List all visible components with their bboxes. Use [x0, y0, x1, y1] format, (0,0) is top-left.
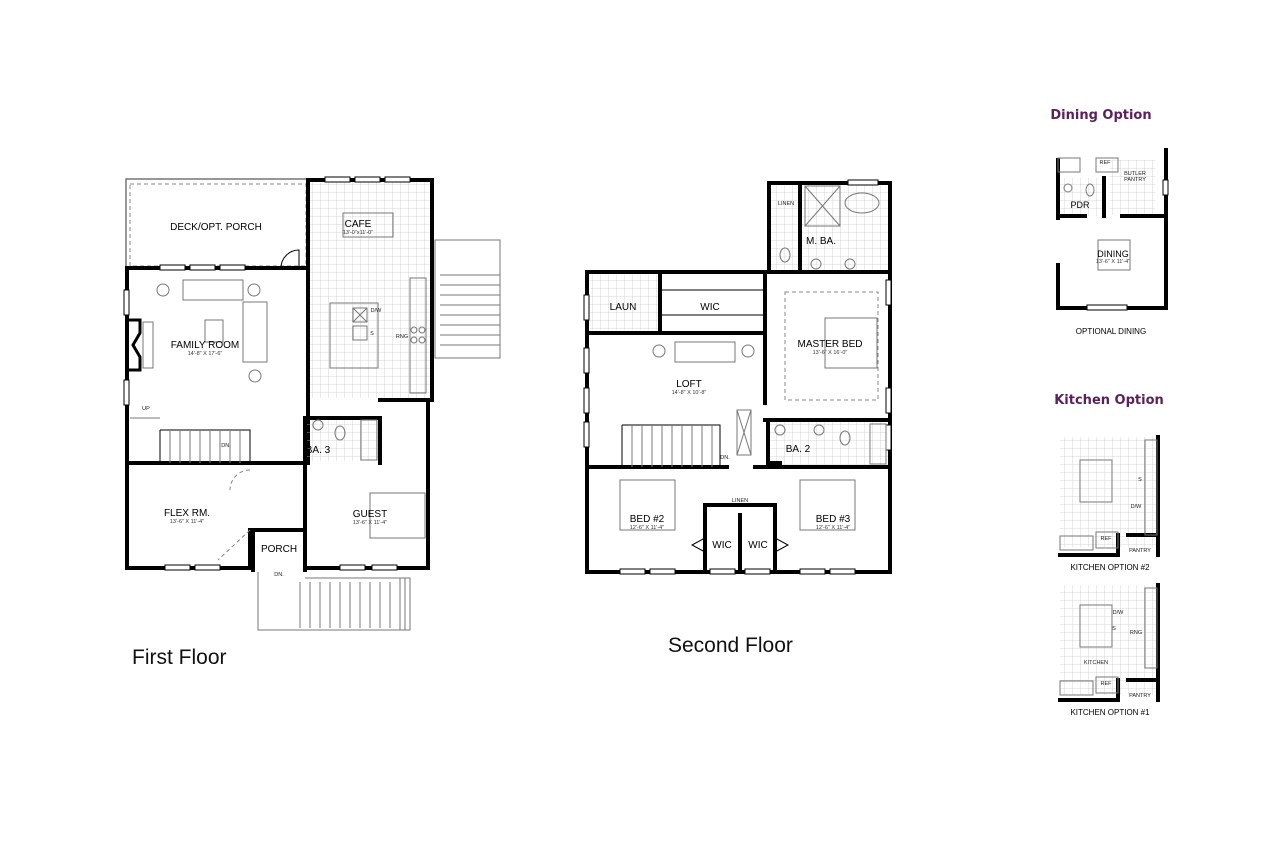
room-dim-cafe: 13'-0"x11'-0" [343, 230, 373, 236]
label-butler: BUTLER [1124, 171, 1146, 177]
k2-pantry: PANTRY [1129, 548, 1151, 554]
kitchen-island [329, 302, 379, 369]
master-bed [824, 317, 878, 369]
kitchen-option-1: D/W S RNG KITCHEN REF PANTRY KITCHEN OPT… [1058, 583, 1160, 717]
interior-stairs [130, 417, 251, 463]
room-dim-bed3: 12'-6" X 11'-4" [816, 525, 850, 531]
fixture-sink: S [370, 331, 374, 337]
room-label-cafe: CAFE [345, 219, 372, 230]
room-label-deck: DECK/OPT. PORCH [170, 222, 262, 233]
k2-ref: REF [1101, 536, 1113, 542]
sofa [242, 301, 268, 363]
guest-bed [369, 492, 426, 539]
first-floor-title: First Floor [132, 646, 227, 669]
counter [409, 277, 427, 394]
room-dim-master: 13'-6" X 16'-0" [813, 350, 848, 356]
room-label-master: MASTER BED [797, 339, 862, 350]
room-label-guest: GUEST [353, 509, 387, 520]
first-floor-plan: DECK/OPT. PORCH CAFE 13'-0"x11'-0" FAMIL… [123, 176, 501, 669]
second-floor-plan: LINEN M. BA. LAUN WIC MASTER BED 13'-6" … [583, 179, 892, 657]
k1-caption: KITCHEN OPTION #1 [1070, 708, 1150, 717]
cafe-table [342, 212, 394, 238]
stair-down: DN. [221, 443, 231, 449]
room-label-family: FAMILY ROOM [171, 340, 240, 351]
room-dim-guest: 13'-6" X 11'-4" [353, 520, 387, 526]
room-label-linen-mid: LINEN [732, 498, 748, 504]
label-dining: DINING [1097, 249, 1129, 259]
room-label-mba: M. BA. [806, 236, 836, 247]
second-floor-stairs [621, 424, 721, 467]
second-floor-title: Second Floor [668, 634, 793, 657]
room-label-ba3: BA. 3 [306, 445, 331, 456]
room-dim-bed2: 12'-6" X 11'-4" [630, 525, 664, 531]
master-rug [784, 291, 879, 401]
room-label-flex: FLEX RM. [164, 508, 210, 519]
k2-caption: KITCHEN OPTION #2 [1070, 563, 1150, 572]
dining-option-heading: Dining Option [1050, 108, 1151, 123]
label-pdr: PDR [1070, 200, 1090, 210]
k2-sink: S [1138, 477, 1142, 483]
room-label-loft: LOFT [676, 379, 702, 390]
bed-2 [619, 479, 676, 531]
k1-sink: S [1112, 626, 1116, 632]
dining-table [1097, 239, 1131, 271]
room-label-wic-right: WIC [748, 540, 767, 551]
room-label-wic-left: WIC [712, 540, 731, 551]
kitchen-option-2: S D/W REF PANTRY KITCHEN OPTION #2 [1058, 435, 1160, 572]
label-pantry: PANTRY [1124, 177, 1146, 183]
k1-ref: REF [1101, 681, 1113, 687]
label-dining-dim: 13'-6" X 11'-4" [1096, 259, 1130, 265]
room-label-porch: PORCH [261, 544, 297, 555]
kitchen-option-heading: Kitchen Option [1054, 393, 1164, 408]
k1-pantry: PANTRY [1129, 693, 1151, 699]
fireplace [129, 318, 142, 372]
fixture-dw: D/W [371, 308, 383, 314]
dining-option: Dining Option REF BUTLER PANTRY PDR DINI… [1050, 108, 1169, 336]
dining-option-caption: OPTIONAL DINING [1076, 327, 1146, 336]
k1-kitchen: KITCHEN [1084, 660, 1108, 666]
room-label-laun: LAUN [610, 302, 637, 313]
room-label-wic-top: WIC [700, 302, 719, 313]
room-label-linen-top: LINEN [778, 201, 794, 207]
room-label-bed2: BED #2 [630, 514, 665, 525]
room-dim-family: 14'-8" X 17'-6" [188, 351, 223, 357]
room-label-bed3: BED #3 [816, 514, 851, 525]
k1-dw: D/W [1113, 610, 1125, 616]
sofa [182, 279, 244, 301]
bed-3 [799, 479, 856, 531]
tub [844, 192, 880, 214]
label-ref: REF [1100, 160, 1112, 166]
fixture-range: RNG [396, 334, 408, 340]
kitchen-option: Kitchen Option S D/W REF PANTRY KITCHEN … [1054, 393, 1164, 717]
loft-sofa [674, 341, 736, 363]
k1-range: RNG [1130, 630, 1142, 636]
room-dim-flex: 13'-6" X 11'-4" [170, 519, 204, 525]
stair-up: UP [142, 406, 150, 412]
k2-dw: D/W [1131, 504, 1143, 510]
room-label-ba2: BA. 2 [786, 444, 811, 455]
stair-down: DN. [720, 455, 730, 461]
front-stairs [257, 572, 411, 631]
deck-stairs [434, 239, 501, 359]
porch-stair-down: DN. [274, 572, 284, 578]
room-dim-loft: 14'-8" X 10'-8" [672, 390, 707, 396]
